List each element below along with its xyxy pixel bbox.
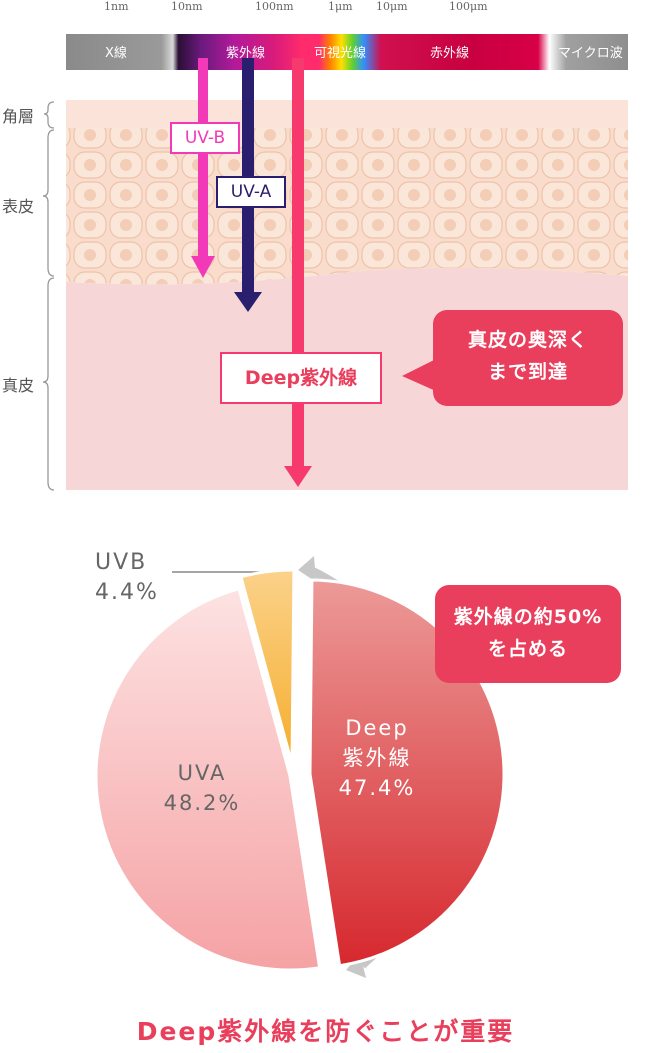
pie-callout-line2: を占める bbox=[487, 638, 568, 660]
uva-arrow-head bbox=[234, 292, 262, 312]
band-infrared: 赤外線 bbox=[430, 46, 470, 61]
stratum-corneum bbox=[66, 100, 628, 130]
layer-label-corneum: 角層 bbox=[2, 107, 35, 126]
uvb-label: UV-B bbox=[170, 122, 240, 154]
uva-slice-label: UVA 48.2% bbox=[152, 758, 252, 818]
layer-brackets bbox=[42, 101, 55, 491]
wavelength-1um: 1μm bbox=[328, 0, 353, 13]
uva-value: 48.2% bbox=[163, 791, 241, 815]
skin-diagram bbox=[66, 58, 628, 490]
wavelength-10um: 10μm bbox=[376, 0, 408, 13]
band-visible: 可視光線 bbox=[314, 46, 367, 61]
pie-slice-uvb bbox=[239, 568, 296, 765]
band-xray: X線 bbox=[105, 46, 127, 61]
skin-callout-line1: 真皮の奥深く bbox=[467, 329, 588, 351]
share-arc-head-top bbox=[298, 556, 316, 582]
pie-callout-line1: 紫外線の約50% bbox=[453, 606, 603, 628]
uvb-value: 4.4% bbox=[95, 580, 159, 605]
epidermis bbox=[66, 128, 628, 285]
pie-callout: 紫外線の約50% を占める bbox=[435, 585, 621, 683]
deep-uv-label: Deep紫外線 bbox=[220, 352, 382, 404]
band-microwave: マイクロ波 bbox=[558, 46, 623, 61]
uva-name: UVA bbox=[177, 761, 227, 785]
deep-arrow-head bbox=[284, 466, 312, 487]
band-uv: 紫外線 bbox=[226, 46, 266, 61]
wavelength-100nm: 100nm bbox=[255, 0, 294, 13]
deep-slice-label: Deep 紫外線 47.4% bbox=[322, 713, 432, 803]
layer-label-dermis: 真皮 bbox=[2, 376, 35, 395]
uvb-slice-label: UVB 4.4% bbox=[95, 548, 159, 608]
layer-label-epidermis: 表皮 bbox=[2, 197, 35, 216]
deep-arrow-shaft bbox=[292, 58, 304, 468]
skin-callout-line2: まで到達 bbox=[487, 361, 568, 383]
pie-slice-uva bbox=[94, 587, 322, 972]
uvb-arrow-shaft bbox=[198, 58, 208, 258]
deep-name-2: 紫外線 bbox=[342, 746, 412, 770]
uv-share-pie-chart bbox=[94, 556, 506, 978]
deep-name: Deep bbox=[345, 716, 409, 740]
uva-label: UV-A bbox=[216, 176, 286, 208]
skin-callout: 真皮の奥深く まで到達 bbox=[433, 310, 623, 406]
deep-value: 47.4% bbox=[338, 776, 416, 800]
wavelength-100um: 100μm bbox=[449, 0, 488, 13]
uvb-arrow-head bbox=[191, 256, 215, 278]
wavelength-10nm: 10nm bbox=[171, 0, 203, 13]
spectrum-band bbox=[66, 34, 628, 70]
skin-callout-tail bbox=[402, 358, 438, 392]
footer-title: Deep紫外線を防ぐことが重要 bbox=[136, 1017, 515, 1046]
uvb-name: UVB bbox=[95, 550, 148, 575]
wavelength-1nm: 1nm bbox=[104, 0, 129, 13]
